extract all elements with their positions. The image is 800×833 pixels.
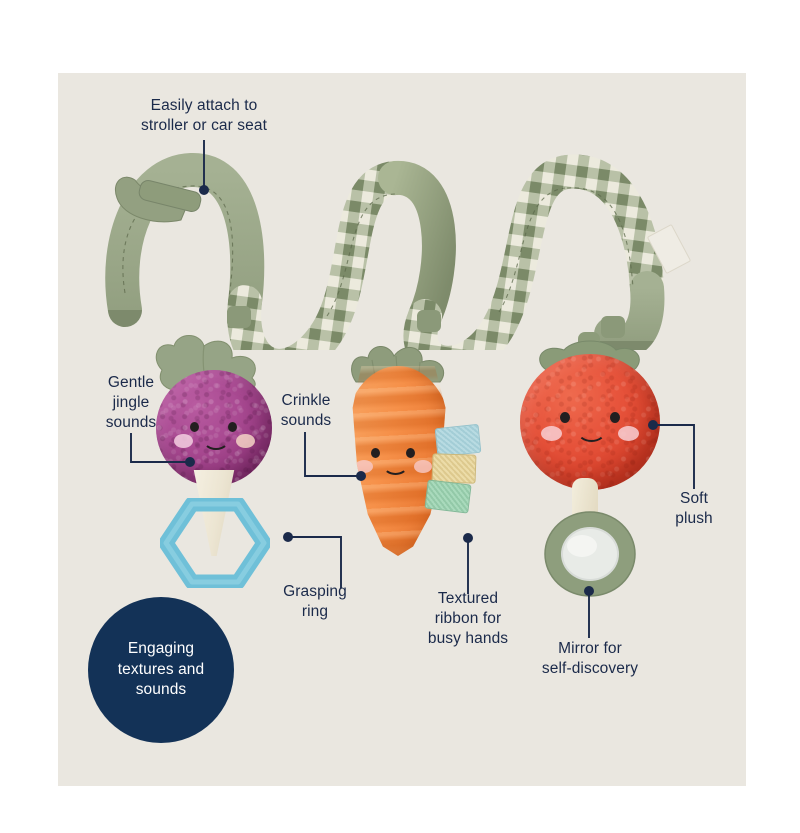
badge-text: Engaging textures and sounds <box>117 640 205 699</box>
beet-smile <box>203 430 229 450</box>
tomato-body <box>520 354 660 490</box>
beet-cheek-right <box>236 434 255 448</box>
stroller-attachment-strap <box>115 176 202 223</box>
callout-crinkle: Crinkle sounds <box>280 392 332 430</box>
engaging-textures-badge: Engaging textures and sounds <box>88 597 234 743</box>
carrot-cheek-right <box>414 460 432 473</box>
carrot-plush-toy <box>332 338 482 563</box>
tomato-plush-toy <box>510 332 670 597</box>
carrot-cheek-left <box>355 460 373 473</box>
tomato-eye-right <box>610 412 620 423</box>
tomato-eye-left <box>560 412 570 423</box>
tomato-smile <box>577 420 606 442</box>
beet-eye-left <box>190 422 199 432</box>
ribbon-tag-yellow[interactable] <box>431 453 477 484</box>
ribbon-tag-blue[interactable] <box>434 423 482 458</box>
beet-sherpa-texture <box>156 370 272 486</box>
beet-cheek-left <box>174 434 193 448</box>
callout-mirror: Mirror for self-discovery <box>541 640 639 678</box>
callout-jingle: Gentle jingle sounds <box>105 374 157 432</box>
carrot-smile <box>383 456 408 475</box>
ribbon-tag-green[interactable] <box>424 479 472 514</box>
callout-grasping: Grasping ring <box>283 583 347 621</box>
tomato-cheek-right <box>618 426 639 441</box>
carrot-eye-right <box>406 448 415 458</box>
beet-eye-right <box>228 422 237 432</box>
carrot-eye-left <box>371 448 380 458</box>
tomato-cheek-left <box>541 426 562 441</box>
beet-body <box>156 370 272 486</box>
mirror-ring[interactable] <box>542 510 638 598</box>
activity-spiral-graphic <box>105 153 665 350</box>
callout-textured: Textured ribbon for busy hands <box>427 590 509 648</box>
beet-plush-toy <box>138 330 288 595</box>
callout-attach: Easily attach to stroller or car seat <box>140 97 268 135</box>
callout-soft-plush: Soft plush <box>675 490 713 528</box>
hexagonal-grasping-ring[interactable] <box>160 498 270 588</box>
